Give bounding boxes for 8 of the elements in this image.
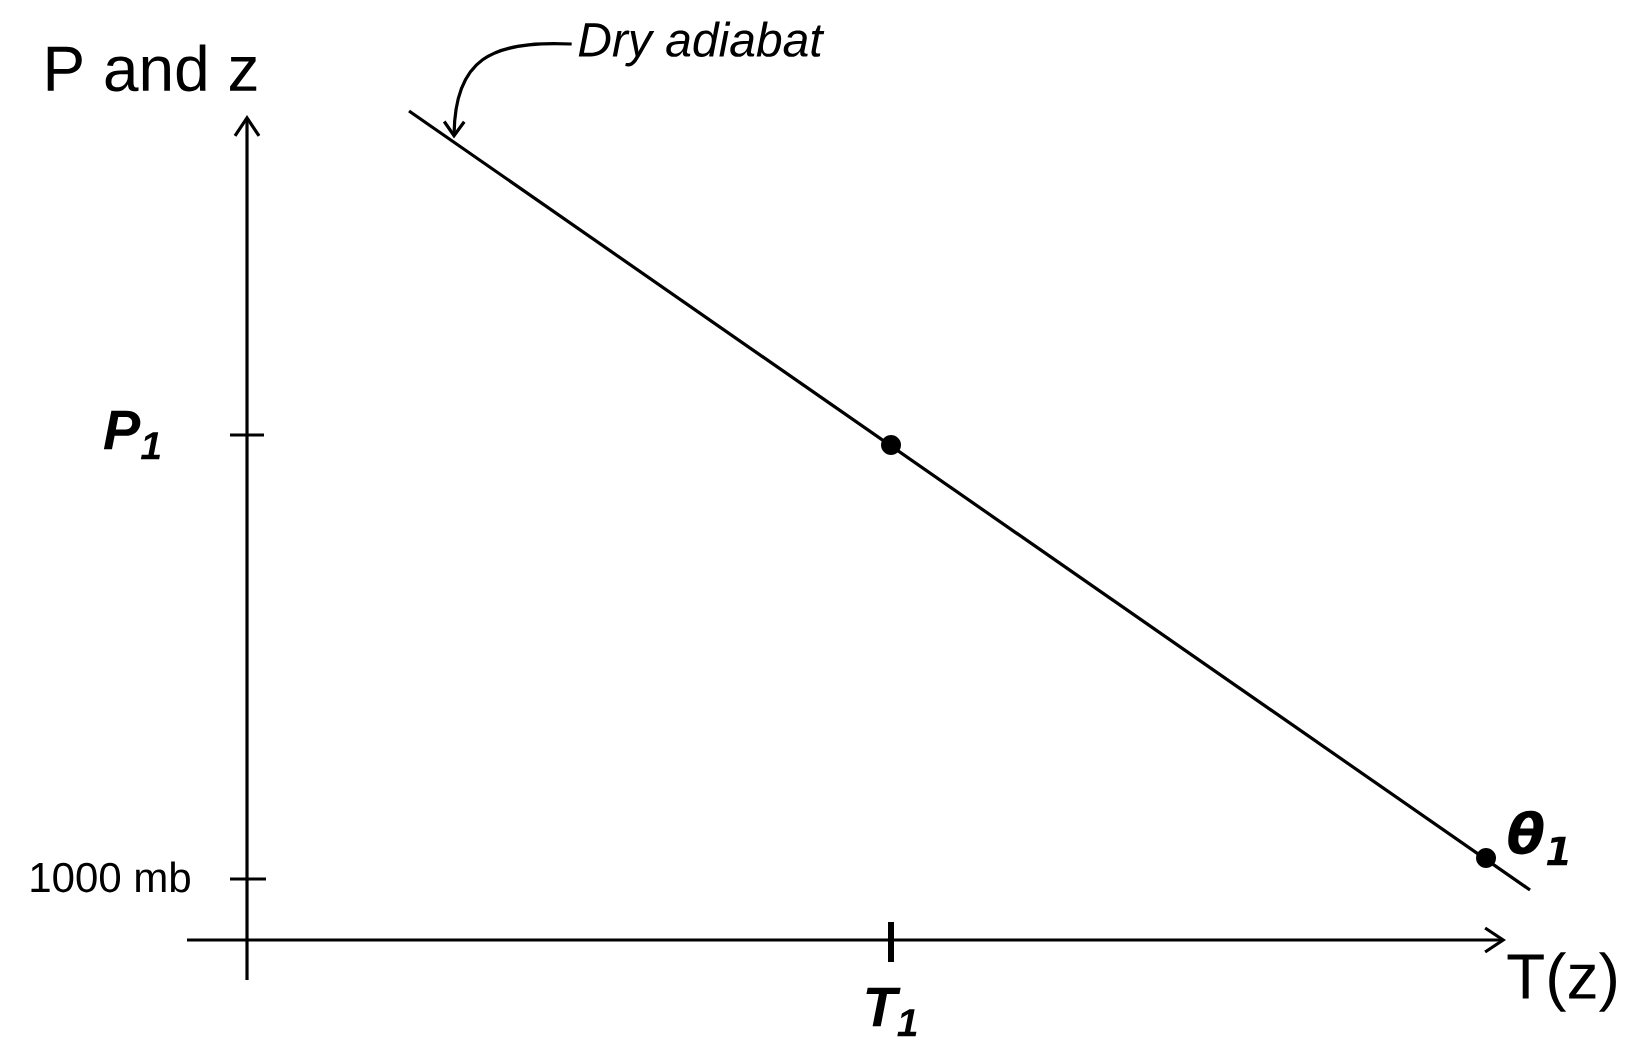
leader-line <box>442 41 572 139</box>
handwritten-label: Dry adiabat <box>578 21 825 67</box>
axis-label: T(z) <box>1507 952 1616 1012</box>
axis-label: P and z <box>47 44 257 92</box>
tick-label: T$_{1}$ <box>866 987 917 1037</box>
tick-label: P$_{1}$ <box>103 410 160 460</box>
point-label: θ$_{1}$ <box>1508 810 1568 866</box>
tick-label: 1000 mb <box>31 861 190 893</box>
